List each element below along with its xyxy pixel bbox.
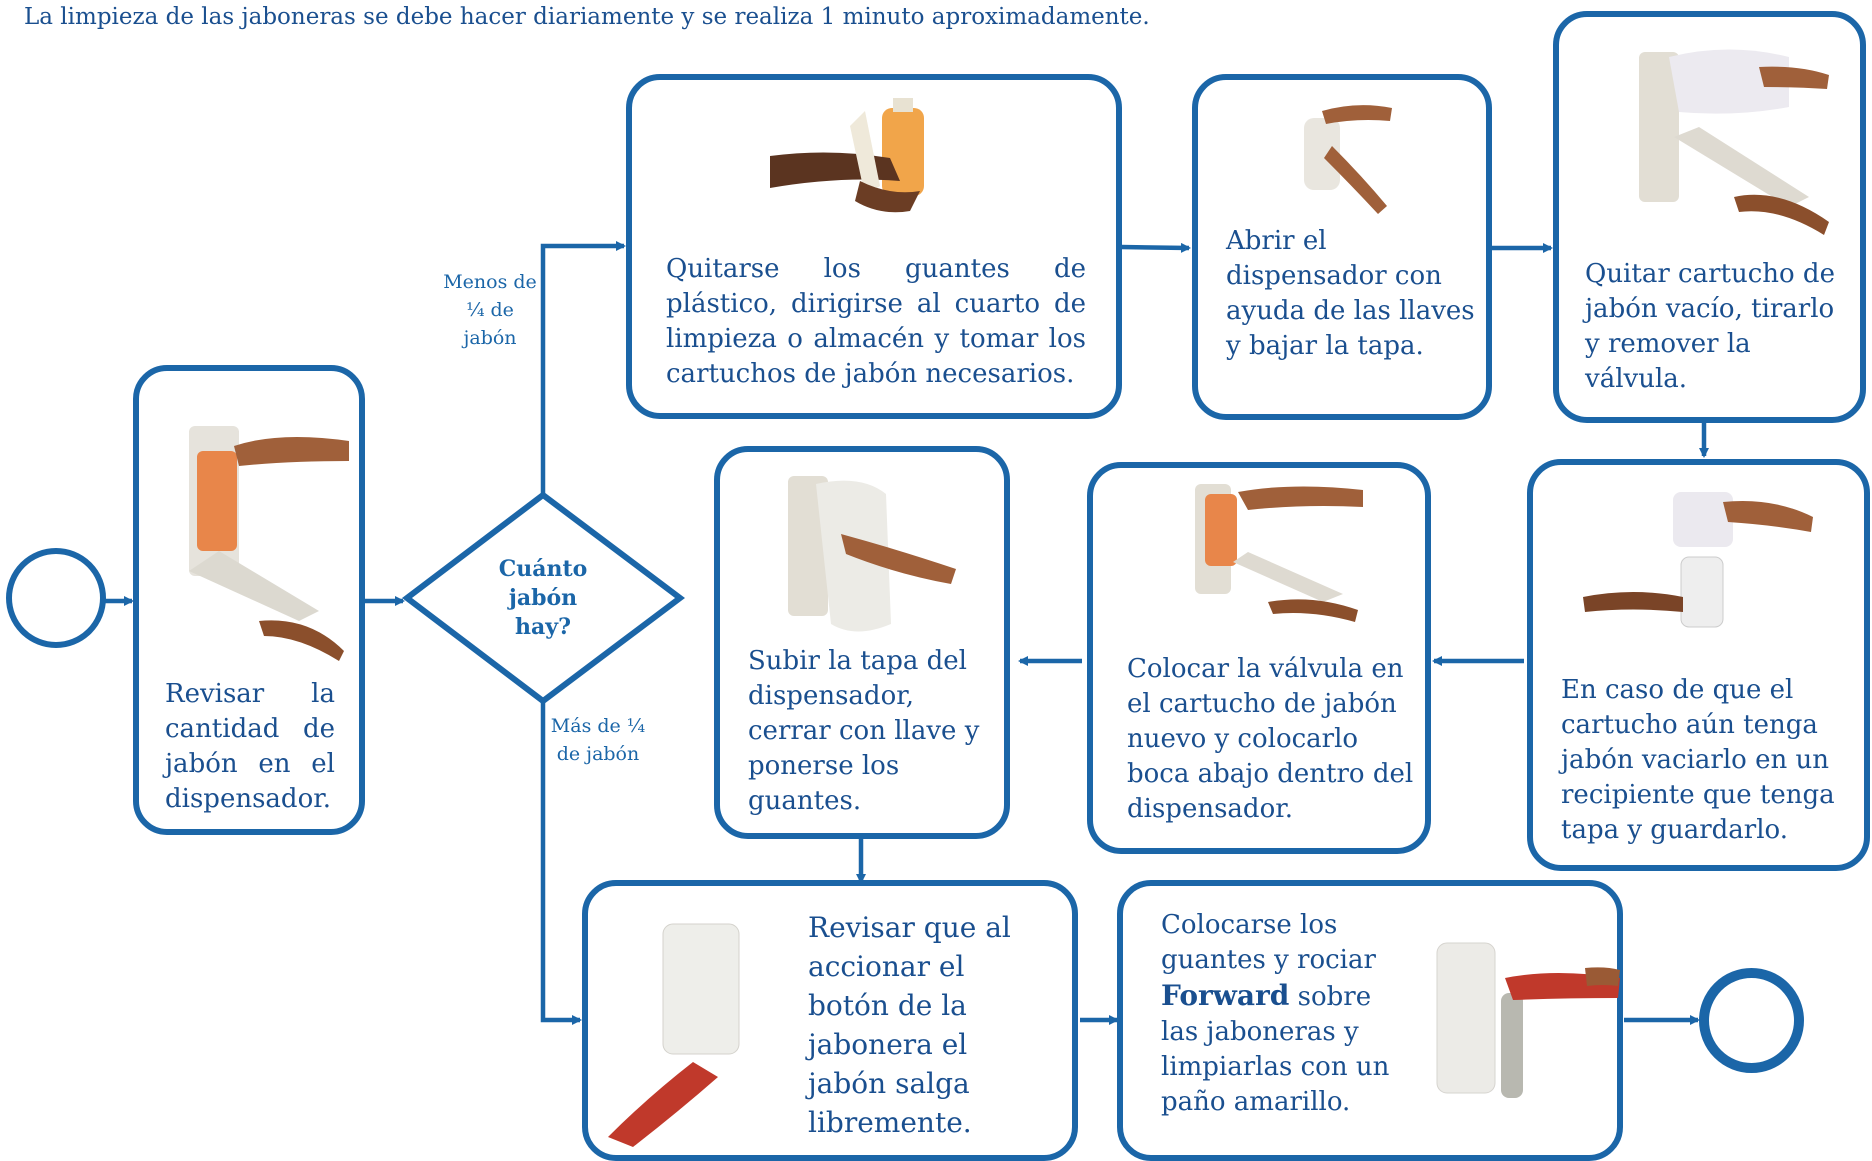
press-button-photo <box>608 922 758 1147</box>
insert-valve-photo <box>1193 482 1363 622</box>
step-rociar-text-before: Colocarse los guantes y rociar <box>1161 910 1376 975</box>
arrow-decision-to-quitarse <box>540 241 626 493</box>
step-revisar-box: Revisar la cantidad de jabón en el dispe… <box>133 365 365 835</box>
decision-diamond <box>402 491 685 705</box>
step-rociar-box: Colocarse los guantes y rociar Forward s… <box>1117 880 1623 1161</box>
step-quitar-box: Quitar cartucho de jabón vacío, tirarlo … <box>1553 11 1866 423</box>
step-rociar-text-after: sobre las jaboneras y limpiarlas con un … <box>1161 982 1390 1117</box>
step-subir-box: Subir la tapa del dispensador, cerrar co… <box>714 446 1010 839</box>
step-colocar-box: Colocar la válvula en el cartucho de jab… <box>1087 462 1431 854</box>
close-dispenser-photo <box>786 474 956 644</box>
branch-more-label: Más de ¼ de jabón <box>550 715 646 765</box>
step-quitarse-text: Quitarse los guantes de plástico, dirigi… <box>666 254 1086 389</box>
hand-holding-cartridge-photo <box>770 96 960 226</box>
branch-less-label: Menos de ¼ de jabón <box>443 271 537 349</box>
remove-cartridge-photo <box>1639 47 1829 237</box>
spray-dispenser-photo <box>1435 938 1620 1103</box>
step-revisar-text: Revisar la cantidad de jabón en el dispe… <box>165 679 335 814</box>
step-abrir-box: Abrir el dispensador con ayuda de las ll… <box>1192 74 1492 420</box>
start-node <box>6 548 106 648</box>
step-quitar-text: Quitar cartucho de jabón vacío, tirarlo … <box>1585 259 1835 394</box>
step-rociar-text: Colocarse los guantes y rociar Forward s… <box>1161 908 1401 1120</box>
empty-cartridge-photo <box>1583 487 1813 637</box>
step-subir-text: Subir la tapa del dispensador, cerrar co… <box>748 646 980 816</box>
page-header: La limpieza de las jaboneras se debe hac… <box>24 4 1150 30</box>
step-quitarse-box: Quitarse los guantes de plástico, dirigi… <box>626 74 1122 419</box>
arrow-decision-to-revisar-boton <box>540 702 582 1025</box>
step-abrir-text: Abrir el dispensador con ayuda de las ll… <box>1226 226 1475 361</box>
step-colocar-text: Colocar la válvula en el cartucho de jab… <box>1127 654 1414 824</box>
step-revisar-boton-box: Revisar que al accionar el botón de la j… <box>582 880 1078 1161</box>
end-node <box>1699 968 1804 1073</box>
step-rociar-text-bold: Forward <box>1161 979 1290 1012</box>
step-vaciar-box: En caso de que el cartucho aún tenga jab… <box>1527 459 1870 871</box>
open-dispenser-photo <box>1302 96 1392 216</box>
step-vaciar-text: En caso de que el cartucho aún tenga jab… <box>1561 675 1835 845</box>
step-revisar-boton-text: Revisar que al accionar el botón de la j… <box>808 911 1011 1139</box>
dispenser-refill-photo <box>179 421 349 661</box>
decision-label: Cuánto jabón hay? <box>498 556 588 640</box>
arrow-quitarse-to-abrir <box>1120 242 1191 253</box>
